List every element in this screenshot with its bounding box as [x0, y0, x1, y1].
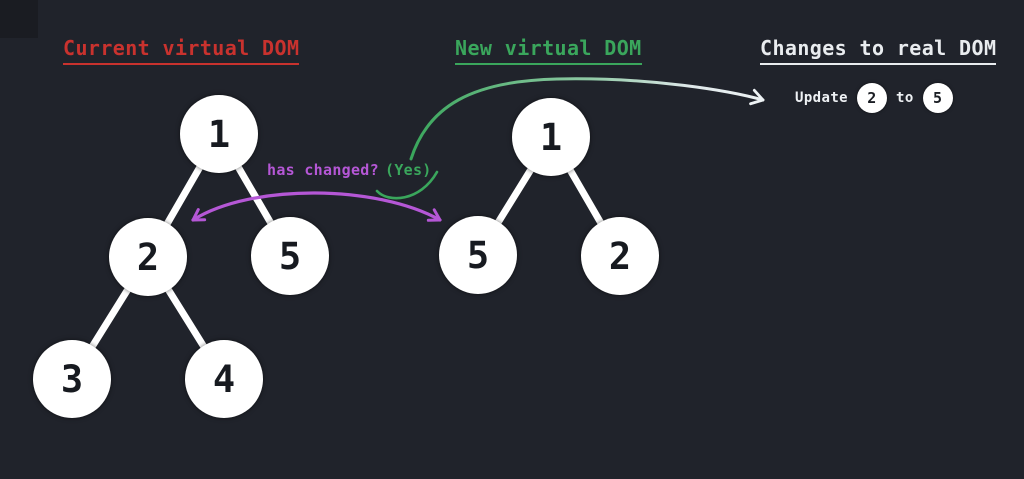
to-connector-label: to — [895, 90, 914, 106]
node-new-root: 1 — [512, 98, 590, 176]
corner-shade — [0, 0, 38, 38]
title-new-virtual-dom: New virtual DOM — [455, 36, 642, 65]
node-new-left-child: 5 — [439, 216, 517, 294]
old-value-chip: 2 — [856, 83, 887, 113]
has-changed-question: has changed? — [267, 161, 379, 179]
title-changes-to-real-dom: Changes to real DOM — [760, 36, 997, 65]
node-current-grandchild-right: 4 — [185, 340, 263, 418]
new-value-chip: 5 — [922, 83, 953, 113]
node-current-grandchild-left: 3 — [33, 340, 111, 418]
node-current-left-child: 2 — [109, 218, 187, 296]
compare-arrow — [191, 191, 442, 222]
dom-change-entry: Update 2 to 5 — [795, 83, 953, 113]
node-new-right-child: 2 — [581, 217, 659, 295]
node-current-root: 1 — [180, 95, 258, 173]
has-changed-answer: (Yes) — [384, 161, 432, 179]
has-changed-annotation: has changed? (Yes) — [267, 161, 432, 179]
node-current-right-child: 5 — [251, 217, 329, 295]
title-current-virtual-dom: Current virtual DOM — [63, 36, 300, 65]
result-arrow — [409, 77, 765, 161]
yes-swoosh — [375, 170, 439, 200]
update-action-label: Update — [795, 90, 848, 106]
